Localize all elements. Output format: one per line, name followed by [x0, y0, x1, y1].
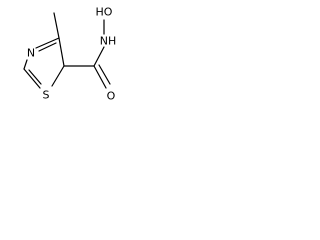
bond-n3-c2	[23, 59, 28, 70]
bond-carbonyl-o	[93, 65, 107, 89]
bond-s1-c5	[51, 65, 65, 87]
bond-c4-n3	[35, 37, 60, 49]
hydroxyl-oxygen-label: HO	[96, 6, 113, 19]
amide-nitrogen-label: NH	[100, 35, 117, 48]
atom-label-group: HO NH O N S	[27, 6, 116, 103]
ring-sulfur-label: S	[43, 89, 50, 102]
bond-carbonyl-o-inner	[98, 64, 111, 85]
bond-methyl-c4	[53, 12, 60, 39]
bond-c2-s1	[23, 68, 41, 89]
carbonyl-oxygen-label: O	[107, 90, 116, 103]
bond-c5-c4	[58, 37, 65, 67]
bond-group	[23, 12, 111, 89]
bond-c2-s1-inner	[28, 69, 42, 85]
bond-c4-n3-inner	[38, 42, 57, 52]
ring-nitrogen-label: N	[27, 47, 35, 60]
bond-carbonyl-n	[93, 46, 105, 67]
structure-diagram: HO NH O N S	[23, 6, 116, 103]
